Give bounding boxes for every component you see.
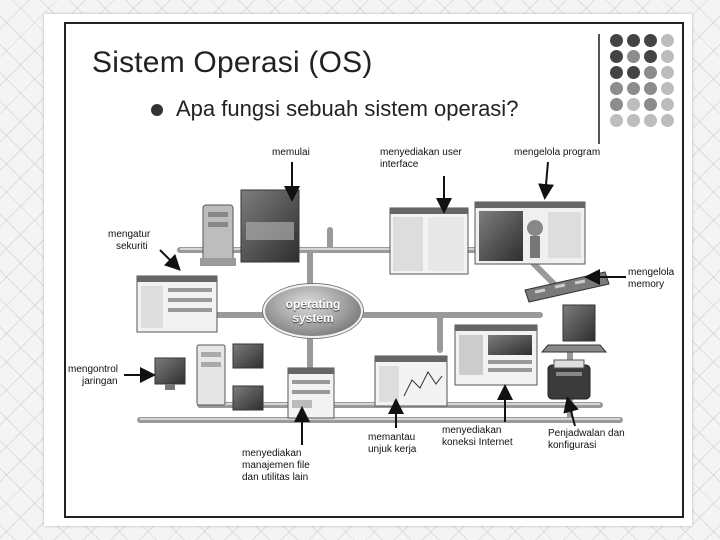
decor-dot <box>644 98 657 111</box>
program-window-icon <box>474 201 586 265</box>
label-file-line2: manajemen file <box>242 460 310 471</box>
decor-dot <box>610 114 623 127</box>
arrow-program <box>538 161 555 200</box>
decor-dot <box>610 98 623 111</box>
decor-dot <box>661 114 674 127</box>
label-ui-line1: menyediakan user <box>380 147 462 158</box>
label-program-text: mengelola program <box>514 147 601 158</box>
decor-dot <box>661 98 674 111</box>
performance-monitor-icon <box>374 355 448 407</box>
bullet-icon <box>151 104 163 116</box>
label-network: mengontrol jaringan <box>68 364 118 388</box>
label-network-line2: jaringan <box>82 376 118 387</box>
label-internet-line2: koneksi Internet <box>442 437 513 448</box>
computer-tower-icon <box>200 204 236 266</box>
decor-dot <box>610 66 623 79</box>
label-program: mengelola program <box>514 147 600 159</box>
label-network-line1: mengontrol <box>68 364 119 375</box>
decor-dot <box>644 82 657 95</box>
decor-dot <box>610 34 623 47</box>
arrow-security <box>159 249 181 271</box>
user-interface-window-icon <box>389 207 469 275</box>
label-performance: memantau unjuk kerja <box>368 432 416 456</box>
label-security-line2: sekuriti <box>116 241 148 252</box>
decor-dot <box>627 50 640 63</box>
operating-system-hub: operating system <box>263 284 363 338</box>
arrow-schedule <box>563 396 579 427</box>
label-scheduling-line1: Penjadwalan dan <box>548 428 625 439</box>
label-file-line3: dan utilitas lain <box>242 472 309 483</box>
label-scheduling: Penjadwalan dan konfigurasi <box>548 428 625 452</box>
label-memory-line2: memory <box>628 279 665 290</box>
label-internet-line1: menyediakan <box>442 425 502 436</box>
decor-dot <box>661 66 674 79</box>
decor-dot <box>627 98 640 111</box>
decor-dot <box>644 50 657 63</box>
decor-dot <box>627 66 640 79</box>
file-manager-dialog-icon <box>287 367 335 419</box>
hub-line-1: operating <box>285 297 341 311</box>
internet-browser-icon <box>454 324 538 386</box>
label-ui-line2: interface <box>380 159 419 170</box>
decor-dot <box>644 114 657 127</box>
slide-title: Sistem Operasi (OS) <box>92 46 373 79</box>
decor-dot <box>661 82 674 95</box>
decor-dot <box>627 34 640 47</box>
label-memory: mengelola memory <box>628 267 674 291</box>
decor-dot <box>661 34 674 47</box>
laptop-icon <box>540 304 608 353</box>
startup-screen-icon <box>240 189 300 263</box>
label-performance-line2: unjuk kerja <box>368 444 417 455</box>
hub-line-2: system <box>292 311 334 325</box>
label-file-line1: menyediakan <box>242 448 302 459</box>
label-user-interface: menyediakan user interface <box>380 147 462 171</box>
printer-icon <box>547 359 591 400</box>
decor-dot-grid <box>610 34 686 134</box>
decor-dot <box>610 82 623 95</box>
label-scheduling-line2: konfigurasi <box>548 440 597 451</box>
decor-dot <box>644 34 657 47</box>
decor-dot <box>627 82 640 95</box>
decor-dot <box>644 66 657 79</box>
label-security: mengatur sekuriti <box>108 229 150 253</box>
label-performance-line1: memantau <box>368 432 416 443</box>
decor-vertical-line <box>598 34 600 144</box>
decor-dot <box>610 50 623 63</box>
label-internet: menyediakan koneksi Internet <box>442 425 513 449</box>
label-memulai-text: memulai <box>272 147 310 158</box>
label-file-management: menyediakan manajemen file dan utilitas … <box>242 448 310 484</box>
bullet-question: Apa fungsi sebuah sistem operasi? <box>176 96 519 121</box>
label-memory-line1: mengelola <box>628 267 675 278</box>
label-security-line1: mengatur <box>108 229 151 240</box>
label-memulai: memulai <box>272 147 310 159</box>
security-window-icon <box>136 275 218 333</box>
decor-dot <box>661 50 674 63</box>
network-computers-icon <box>154 343 264 411</box>
decor-dot <box>627 114 640 127</box>
